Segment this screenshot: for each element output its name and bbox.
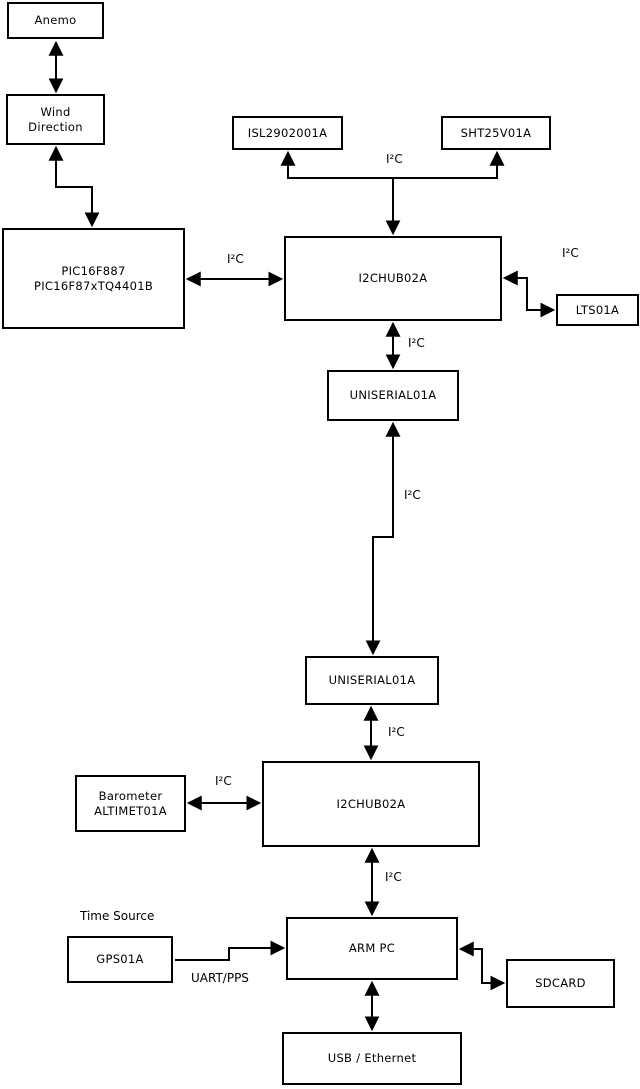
edge-label-i2c-sensors: I²C	[386, 152, 403, 166]
node-wind-direction-label-line1: Wind	[40, 104, 71, 119]
connector-gps-armpc	[175, 940, 286, 961]
edge-label-i2c-hub-lts: I²C	[562, 246, 579, 260]
node-uniserial01a-2: UNISERIAL01A	[305, 656, 439, 705]
node-isl2902001a-label: ISL2902001A	[247, 125, 328, 140]
node-lts01a-label: LTS01A	[575, 302, 620, 317]
node-uniserial01a-1-label: UNISERIAL01A	[349, 388, 437, 403]
node-gps01a: GPS01A	[67, 936, 173, 983]
edge-label-i2c-hub2-armpc: I²C	[385, 870, 402, 884]
node-sdcard: SDCARD	[506, 959, 615, 1008]
node-uniserial01a-1: UNISERIAL01A	[327, 370, 459, 421]
node-gps01a-label: GPS01A	[96, 952, 144, 967]
node-sht25v01a-label: SHT25V01A	[460, 125, 532, 140]
edge-label-i2c-uniserial-uniserial: I²C	[404, 488, 421, 502]
edge-label-i2c-barometer-hub2: I²C	[215, 774, 232, 788]
node-i2chub02a-1-label: I2CHUB02A	[358, 271, 428, 286]
node-wind-direction: Wind Direction	[6, 94, 105, 145]
edge-label-i2c-hub-uniserial: I²C	[408, 336, 425, 350]
node-pic16f887: PIC16F887 PIC16F87xTQ4401B	[2, 228, 185, 329]
connector-armpc-sdcard	[458, 941, 506, 991]
edge-label-i2c-uniserial-hub2: I²C	[388, 725, 405, 739]
node-arm-pc-label: ARM PC	[348, 941, 396, 956]
connector-hub1-lts	[502, 270, 556, 318]
node-barometer-altimet01a: Barometer ALTIMET01A	[75, 775, 186, 832]
node-sht25v01a: SHT25V01A	[441, 116, 551, 150]
connector-uniserial1-uniserial2	[365, 421, 401, 656]
edge-label-time-source: Time Source	[80, 909, 155, 923]
node-isl2902001a: ISL2902001A	[232, 116, 343, 150]
node-i2chub02a-2-label: I2CHUB02A	[336, 796, 406, 811]
node-pic16f887-label-line2: PIC16F87xTQ4401B	[33, 278, 154, 293]
node-wind-direction-label-line2: Direction	[28, 119, 83, 134]
node-anemo: Anemo	[7, 2, 104, 39]
edge-label-i2c-pic-hub: I²C	[227, 252, 244, 266]
node-i2chub02a-2: I2CHUB02A	[262, 761, 480, 847]
node-uniserial01a-2-label: UNISERIAL01A	[328, 673, 416, 688]
node-lts01a: LTS01A	[556, 294, 639, 326]
node-usb-ethernet: USB / Ethernet	[282, 1032, 462, 1085]
node-usb-ethernet-label: USB / Ethernet	[327, 1051, 417, 1066]
node-arm-pc: ARM PC	[286, 917, 458, 980]
node-sdcard-label: SDCARD	[535, 976, 586, 991]
node-i2chub02a-1: I2CHUB02A	[284, 236, 502, 321]
node-pic16f887-label-line1: PIC16F887	[61, 263, 126, 278]
node-anemo-label: Anemo	[34, 13, 77, 28]
connector-wind-pic	[48, 145, 100, 228]
node-barometer-label-line2: ALTIMET01A	[94, 803, 167, 818]
edge-label-uart-pps: UART/PPS	[191, 971, 249, 985]
node-barometer-label-line1: Barometer	[98, 788, 163, 803]
